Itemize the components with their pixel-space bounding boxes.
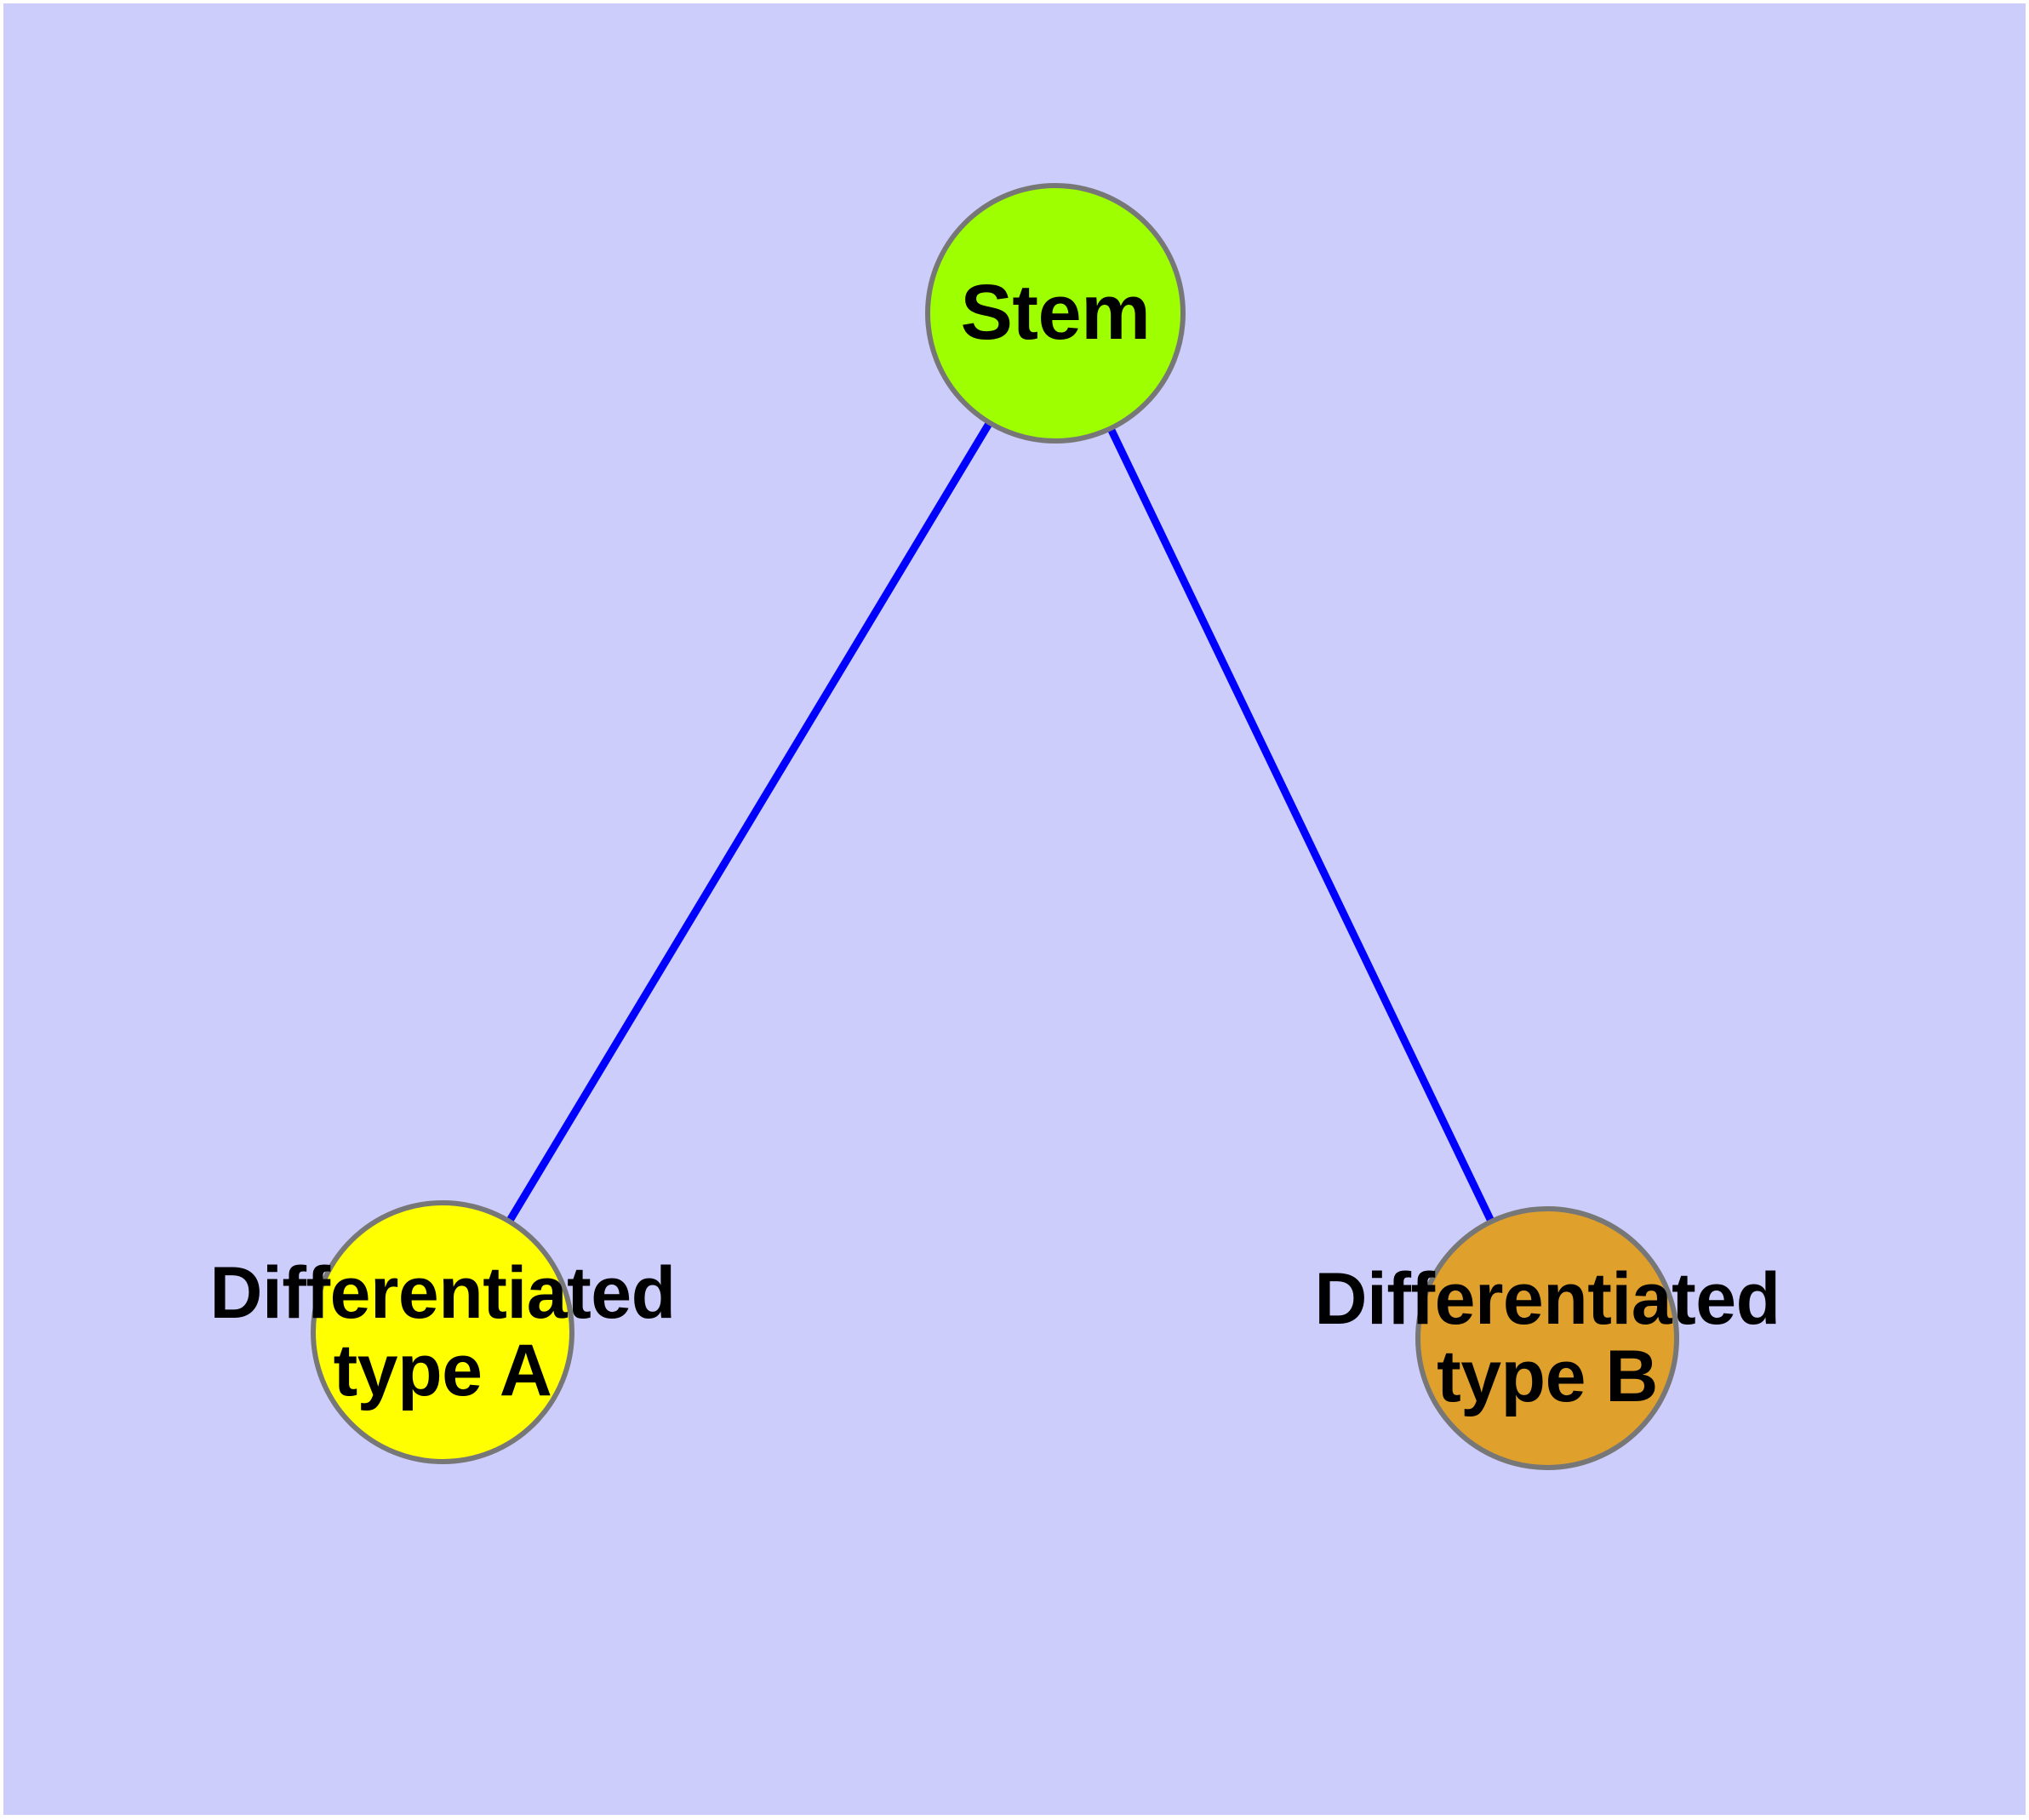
edges-layer <box>439 311 1552 1340</box>
graph-node-diff_a[interactable] <box>311 1200 574 1464</box>
graph-node-diff_b[interactable] <box>1415 1206 1679 1470</box>
graph-edge-stem-diff_b <box>1051 312 1552 1340</box>
graph-node-stem[interactable] <box>925 183 1186 444</box>
graph-edge-stem-diff_a <box>439 311 1059 1335</box>
nodes-layer <box>311 183 1679 1470</box>
